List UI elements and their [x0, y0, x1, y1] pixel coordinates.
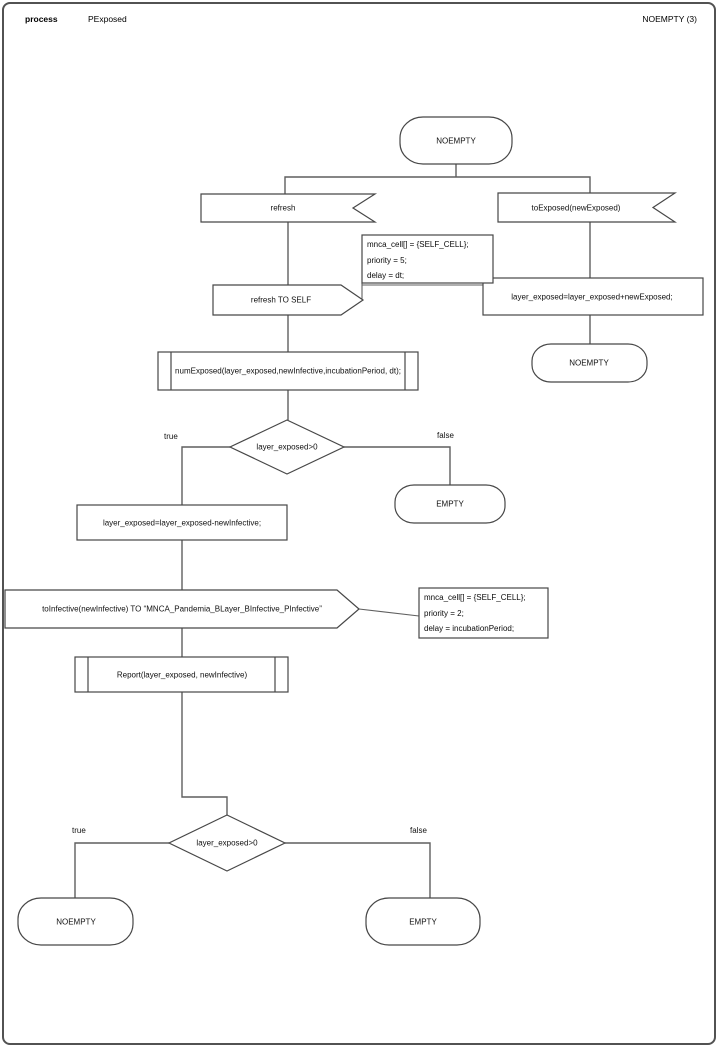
label-toexposed: toExposed(newExposed): [531, 203, 621, 213]
terminator-noempty-start: [399, 116, 513, 165]
label-refresh-to-self: refresh TO SELF: [250, 295, 312, 305]
edge-label-true-1: true: [164, 432, 178, 441]
label-decision2: layer_exposed>0: [196, 838, 258, 848]
action-subtract-infective: [76, 504, 288, 541]
note1-text: mnca_cell[] = {SELF_CELL}; priority = 5;…: [362, 235, 493, 284]
send-signal-refresh-to-self: [212, 284, 365, 316]
note2-text: mnca_cell[] = {SELF_CELL}; priority = 2;…: [419, 588, 548, 637]
note2-line-1: mnca_cell[] = {SELF_CELL};: [424, 593, 526, 602]
header-process-name: PExposed: [88, 14, 127, 24]
label-report: Report(layer_exposed, newInfective): [116, 670, 248, 680]
connector-branch: [284, 176, 591, 194]
label-empty-bottom: EMPTY: [409, 917, 437, 927]
connector-decision1-true: [181, 446, 230, 505]
action-add-exposed: [482, 277, 704, 316]
label-add-exposed: layer_exposed=layer_exposed+newExposed;: [511, 292, 673, 302]
edge-label-false-2: false: [410, 826, 427, 835]
note1-line-2: priority = 5;: [367, 255, 407, 265]
note2-line-2: priority = 2;: [424, 608, 464, 618]
decision2-diamond: [167, 814, 287, 872]
terminator-noempty-bottom: [17, 897, 134, 946]
note2-line-3: delay = incubationPeriod;: [424, 624, 515, 633]
connector-decision2-false: [285, 842, 431, 898]
label-decision1: layer_exposed>0: [256, 442, 318, 452]
note2-leader: [358, 608, 420, 617]
label-subtract-infective: layer_exposed=layer_exposed-newInfective…: [102, 518, 262, 528]
edge-label-true-2: true: [72, 826, 86, 835]
label-noempty-start: NOEMPTY: [436, 136, 476, 146]
process-num-exposed: [157, 351, 419, 391]
decision1-diamond: [228, 419, 346, 475]
note1-line-3: delay = dt;: [367, 271, 405, 280]
header-process-label: process: [25, 14, 58, 24]
terminator-empty-bottom: [365, 897, 481, 946]
label-num-exposed: numExposed(layer_exposed,newInfective,in…: [175, 366, 401, 376]
connector-report-decision2: [181, 692, 228, 815]
label-refresh: refresh: [270, 203, 296, 213]
label-toinfective: toInfective(newInfective) TO “MNCA_Pande…: [42, 604, 322, 614]
note1-line-1: mnca_cell[] = {SELF_CELL};: [367, 240, 469, 249]
header-state-ref: NOEMPTY (3): [642, 14, 697, 24]
edge-label-false-1: false: [437, 431, 454, 440]
label-noempty-bottom: NOEMPTY: [56, 917, 96, 927]
note1-box: [361, 234, 494, 284]
send-signal-toinfective: [4, 589, 360, 629]
connector-decision1-false: [344, 446, 451, 485]
label-empty-mid: EMPTY: [436, 499, 464, 509]
process-report: [74, 656, 289, 693]
terminator-noempty-right: [531, 343, 648, 383]
receive-signal-refresh: [200, 193, 378, 223]
note2-box: [418, 587, 549, 639]
terminator-empty-mid: [394, 484, 506, 524]
label-noempty-right: NOEMPTY: [569, 358, 609, 368]
receive-signal-toexposed: [497, 192, 678, 223]
connector-decision2-true: [74, 842, 169, 898]
